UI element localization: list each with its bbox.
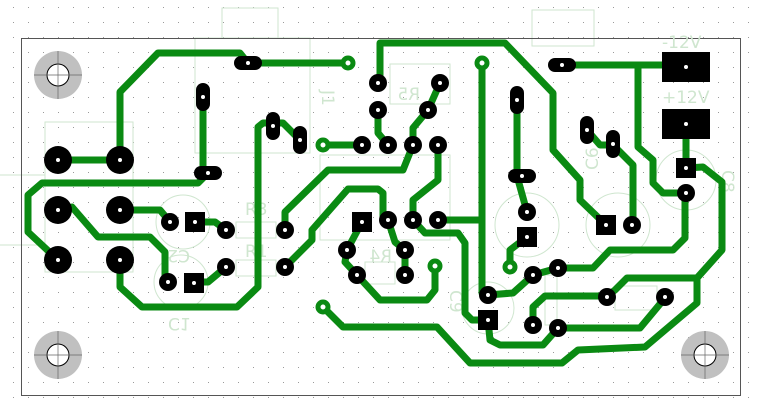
square-pad[interactable] [352,212,372,232]
round-pad[interactable] [369,74,387,92]
via[interactable] [474,55,490,71]
round-pad[interactable] [431,74,449,92]
connector-pad[interactable] [44,196,72,224]
label-j1: J1 [317,89,337,106]
round-pad[interactable] [379,211,397,229]
round-pad[interactable] [549,319,567,337]
oval-pad[interactable] [234,56,262,70]
round-pad[interactable] [429,211,447,229]
square-pad[interactable] [478,310,498,330]
round-pad[interactable] [656,288,674,306]
round-pad[interactable] [217,258,235,276]
round-pad[interactable] [276,258,294,276]
label-r5: R5 [397,85,420,105]
via[interactable] [315,299,331,315]
label-r4: R4 [369,247,392,267]
connector-pads [44,146,134,274]
round-pad[interactable] [404,211,422,229]
label-neg12v: -12V [662,33,702,53]
square-pad[interactable] [596,215,616,235]
round-pad[interactable] [419,101,437,119]
round-pad[interactable] [276,221,294,239]
round-pad[interactable] [369,101,387,119]
mounting-hole[interactable] [34,331,82,379]
connector-pad[interactable] [106,146,134,174]
square-pad[interactable] [517,227,537,247]
oval-pads [194,56,620,183]
round-pad[interactable] [677,184,695,202]
oval-pad[interactable] [266,112,280,140]
round-pads [159,74,695,337]
board-outline [21,38,741,396]
round-pad[interactable] [524,316,542,334]
round-pad[interactable] [479,286,497,304]
round-pad[interactable] [396,241,414,259]
label-c6: C6 [583,147,603,170]
square-pads [184,158,696,330]
via[interactable] [340,55,356,71]
oval-pad[interactable] [508,169,536,183]
connector-pad[interactable] [44,146,72,174]
round-pad[interactable] [348,266,366,284]
square-pad[interactable] [676,158,696,178]
round-pad[interactable] [353,136,371,154]
connector-pad[interactable] [106,196,134,224]
via[interactable] [315,137,331,153]
oval-pad[interactable] [548,58,576,72]
square-pad[interactable] [184,273,204,293]
via[interactable] [502,259,518,275]
vias [315,55,518,315]
power-pad-pos12v[interactable] [662,109,710,139]
connector-pad[interactable] [44,246,72,274]
via[interactable] [427,258,443,274]
round-pad[interactable] [379,136,397,154]
round-pad[interactable] [404,136,422,154]
square-pad[interactable] [185,212,205,232]
oval-pad[interactable] [606,130,620,158]
label-pos12v: +12V [662,88,710,108]
label-c9: C9 [445,290,465,313]
mounting-hole[interactable] [681,331,729,379]
oval-pad[interactable] [510,86,524,114]
round-pad[interactable] [524,266,542,284]
label-c2: C2 [167,245,190,265]
oval-pad[interactable] [293,126,307,154]
round-pad[interactable] [338,241,356,259]
oval-pad[interactable] [580,116,594,144]
label-c1: C1 [168,313,191,333]
mounting-hole[interactable] [34,51,82,99]
round-pad[interactable] [623,216,641,234]
oval-pad[interactable] [194,166,222,180]
round-pad[interactable] [549,259,567,277]
round-pad[interactable] [217,221,235,239]
round-pad[interactable] [518,203,536,221]
connector-pad[interactable] [106,246,134,274]
round-pad[interactable] [396,266,414,284]
round-pad[interactable] [159,273,177,291]
power-pad-neg12v[interactable] [662,52,710,82]
round-pad[interactable] [598,288,616,306]
round-pad[interactable] [161,213,179,231]
round-pad[interactable] [429,136,447,154]
oval-pad[interactable] [196,83,210,111]
